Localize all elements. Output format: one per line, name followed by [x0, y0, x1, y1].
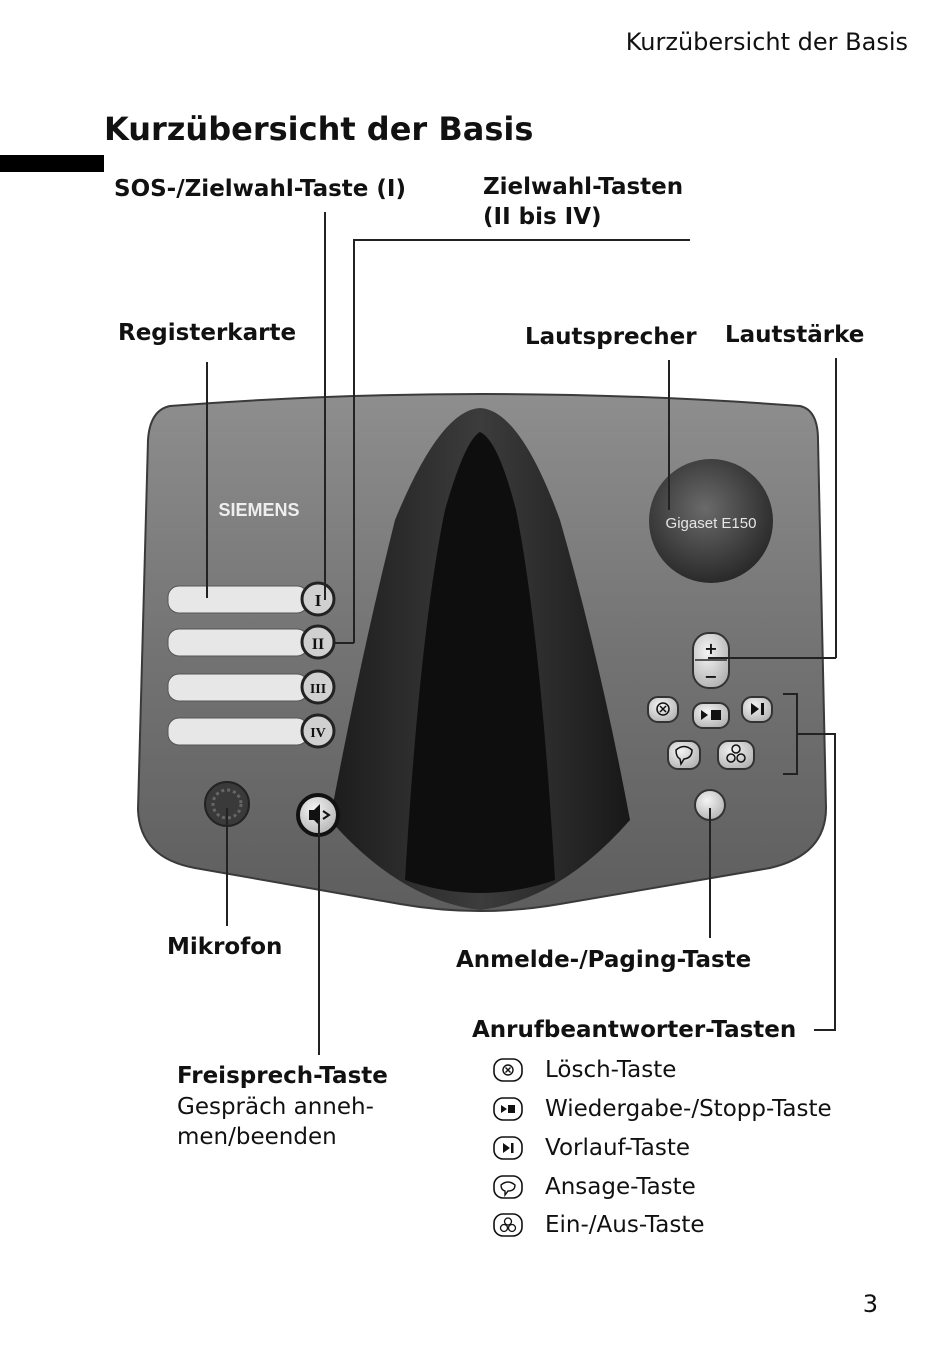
- legend-label: Vorlauf-Taste: [545, 1135, 691, 1161]
- play-stop-key-icon: [493, 1097, 523, 1121]
- announcement-key-icon: [493, 1175, 523, 1199]
- label-sos-key: SOS-/Zielwahl-Taste (I): [114, 176, 406, 202]
- leader-register-card: [206, 362, 208, 598]
- label-speed-dial-keys-line1: Zielwahl-Tasten: [483, 174, 684, 200]
- page-title: Kurzübersicht der Basis: [104, 110, 534, 148]
- label-speed-dial-keys-line2: (II bis IV): [483, 204, 602, 230]
- leader-speed-dial-top: [353, 239, 690, 241]
- legend-item: Ein-/Aus-Taste: [493, 1209, 705, 1241]
- skip-forward-key-icon: [493, 1136, 523, 1160]
- leader-sos: [324, 212, 326, 600]
- answering-machine-title: Anrufbeantworter-Tasten: [472, 1017, 797, 1043]
- leader-paging: [709, 808, 711, 938]
- legend-item: Vorlauf-Taste: [493, 1132, 690, 1164]
- leader-answering-machine: [834, 733, 836, 1030]
- title-marker-bar: [0, 155, 104, 172]
- svg-text:I: I: [315, 591, 322, 610]
- legend-label: Wiedergabe-/Stopp-Taste: [545, 1096, 832, 1122]
- leader-volume-horizontal: [708, 657, 836, 659]
- legend-label: Ansage-Taste: [545, 1174, 696, 1200]
- leader-volume: [835, 358, 837, 658]
- label-register-card: Registerkarte: [118, 320, 297, 346]
- leader-speed-dial-tick: [334, 642, 354, 644]
- model-name: Gigaset E150: [666, 515, 757, 532]
- answering-machine-keypad: [647, 696, 773, 770]
- leader-speed-dial: [353, 239, 355, 643]
- label-microphone: Mikrofon: [167, 934, 283, 960]
- speed-dial-key-3: [300, 669, 336, 705]
- svg-text:III: III: [310, 682, 326, 697]
- label-paging-key: Anmelde-/Paging-Taste: [456, 947, 752, 973]
- speed-dial-key-4: [300, 713, 336, 749]
- leader-handsfree: [318, 820, 320, 1055]
- legend-item: Ansage-Taste: [493, 1171, 696, 1203]
- svg-text:−: −: [704, 667, 717, 686]
- legend-label: Ein-/Aus-Taste: [545, 1212, 705, 1238]
- label-loudspeaker: Lautsprecher: [525, 324, 697, 350]
- loudspeaker: [649, 459, 773, 583]
- label-handsfree-key: Freisprech-Taste: [177, 1063, 388, 1089]
- page-number: 3: [862, 1290, 878, 1318]
- speed-dial-key-1: [300, 581, 336, 617]
- leader-answering-machine-top: [797, 733, 835, 735]
- delete-key-icon: [493, 1058, 523, 1082]
- label-volume: Lautstärke: [725, 322, 865, 348]
- leader-loudspeaker: [668, 360, 670, 510]
- handsfree-description-line1: Gespräch anneh-: [177, 1094, 374, 1120]
- brand-logo: SIEMENS: [218, 500, 299, 520]
- svg-text:IV: IV: [310, 726, 326, 741]
- legend-label: Lösch-Taste: [545, 1057, 677, 1083]
- svg-text:II: II: [312, 636, 324, 653]
- svg-text:+: +: [704, 639, 717, 658]
- on-off-key-icon: [493, 1213, 523, 1237]
- leader-answering-machine-tick: [814, 1029, 836, 1031]
- leader-microphone: [226, 808, 228, 926]
- running-header: Kurzübersicht der Basis: [625, 28, 908, 56]
- legend-item: Lösch-Taste: [493, 1054, 676, 1086]
- handsfree-description-line2: men/beenden: [177, 1124, 337, 1150]
- legend-item: Wiedergabe-/Stopp-Taste: [493, 1093, 832, 1125]
